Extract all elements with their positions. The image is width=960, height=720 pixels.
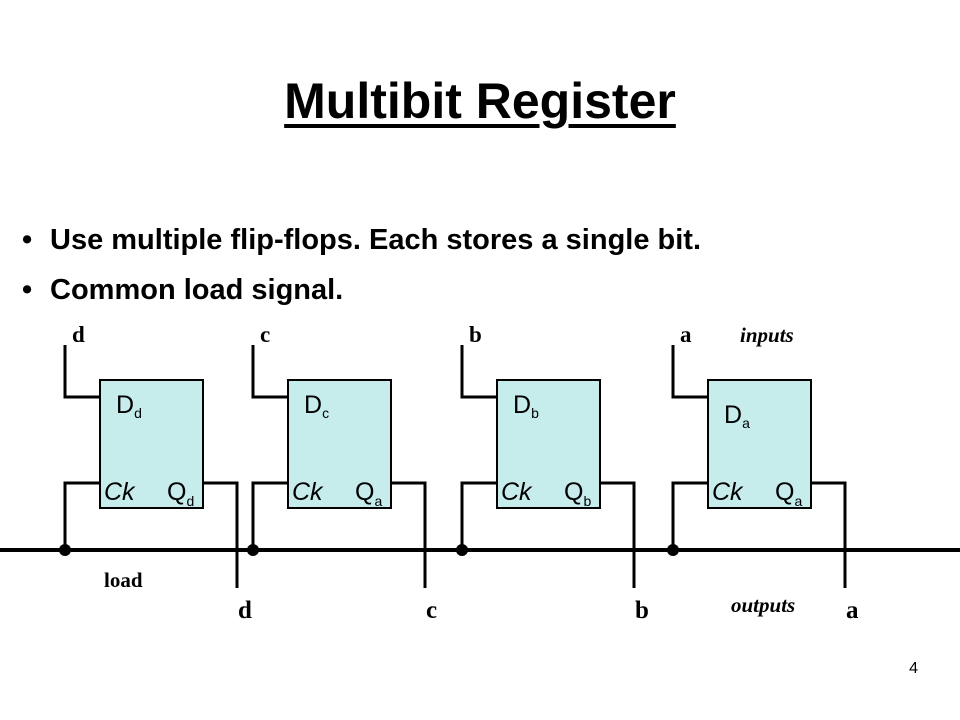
q-pin-label: Qb [564, 478, 591, 509]
junction-dot [247, 544, 259, 556]
clock-wire [671, 481, 708, 550]
output-label: d [238, 597, 252, 624]
ck-pin-label: Ck [712, 478, 744, 506]
q-pin-label: Qd [167, 478, 194, 509]
q-pin-label: Qa [775, 478, 802, 509]
bullet-text: Use multiple flip-flops. Each stores a s… [50, 224, 702, 256]
output-wire [391, 481, 427, 588]
input-label: c [260, 322, 270, 347]
load-label: load [104, 568, 143, 592]
bullet-item: • Common load signal. [20, 268, 701, 318]
ck-pin-label: Ck [501, 478, 533, 506]
bullet-dot: • [22, 224, 33, 256]
output-wire [811, 481, 847, 588]
output-label: c [426, 597, 437, 624]
input-wire [63, 345, 100, 399]
clock-wire [251, 481, 288, 550]
input-label: d [72, 322, 85, 347]
ck-pin-label: Ck [292, 478, 324, 506]
junction-dot [667, 544, 679, 556]
bullet-list: • Use multiple flip-flops. Each stores a… [20, 218, 701, 318]
clock-wire [63, 481, 100, 550]
d-pin-label: Db [513, 391, 539, 421]
output-label: a [846, 597, 859, 624]
d-pin-label: Da [724, 401, 750, 431]
outputs-label: outputs [731, 593, 795, 617]
input-wire [460, 345, 497, 399]
flipflop-box [287, 379, 392, 509]
flipflop-box [496, 379, 601, 509]
d-pin-label: Dc [304, 391, 329, 421]
bullet-text: Common load signal. [50, 274, 344, 306]
junction-dot [456, 544, 468, 556]
input-label: b [469, 322, 482, 347]
q-pin-label: Qa [355, 478, 382, 509]
inputs-label: inputs [740, 323, 794, 347]
ck-pin-label: Ck [104, 478, 136, 506]
flipflop-box [707, 379, 812, 509]
input-label: a [680, 322, 692, 347]
output-wire [203, 481, 239, 588]
output-wire [600, 481, 636, 588]
bullet-dot: • [22, 274, 33, 306]
output-label: b [635, 597, 649, 624]
slide-title: Multibit Register [284, 73, 676, 129]
clock-wire [460, 481, 497, 550]
d-pin-label: Dd [116, 391, 142, 421]
page-number: 4 [909, 660, 918, 677]
flipflop-box [99, 379, 204, 509]
junction-dot [59, 544, 71, 556]
bullet-item: • Use multiple flip-flops. Each stores a… [20, 218, 701, 268]
input-wire [671, 345, 708, 399]
input-wire [251, 345, 288, 399]
